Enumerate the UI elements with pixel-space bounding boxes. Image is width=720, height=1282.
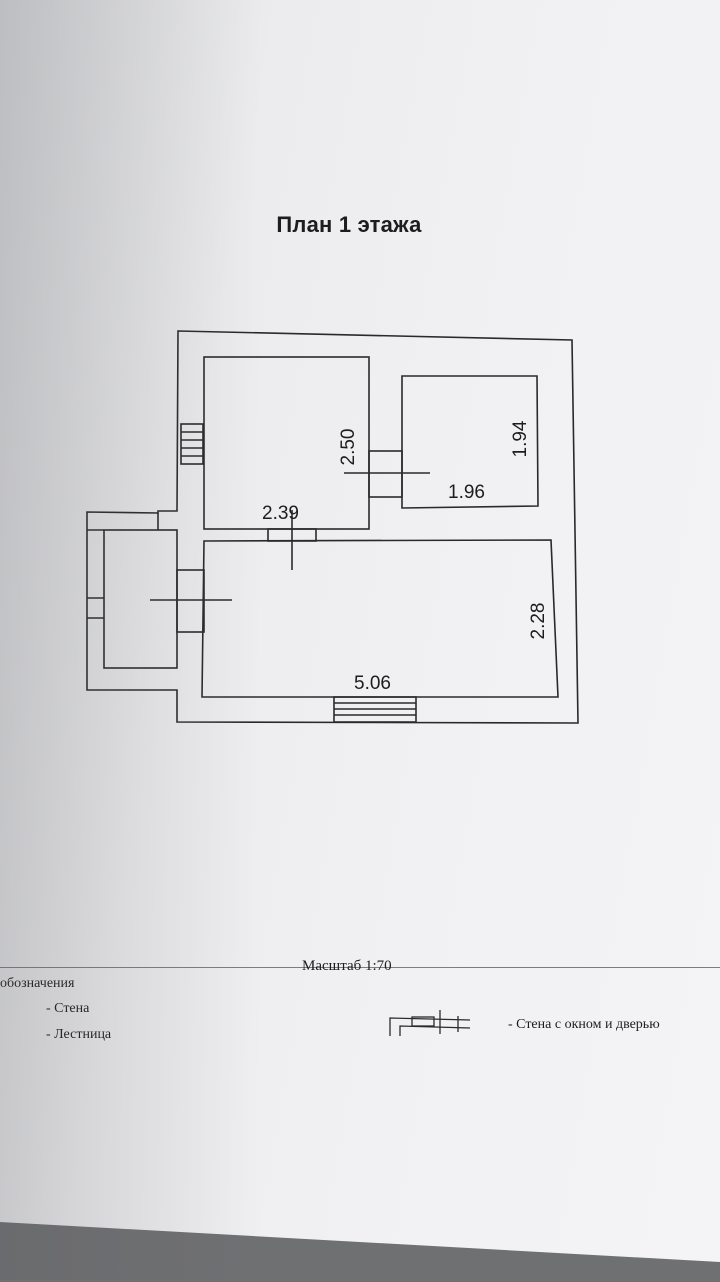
scale-label: Масштаб 1:70 <box>302 958 392 974</box>
legend-stairs: - Лестница <box>46 1027 112 1042</box>
door-vestibule-room3 <box>150 569 232 633</box>
room-3-outline <box>201 539 559 698</box>
background-surface <box>0 1222 720 1282</box>
page-title: План 1 этажа <box>0 212 720 238</box>
dim-room3-height: 2.28 <box>528 602 549 640</box>
legend-wall: - Стена <box>46 1001 90 1016</box>
legend-wall-window-door: - Стена с окном и дверью <box>508 1017 660 1032</box>
vestibule <box>103 529 178 669</box>
dim-room2-height: 1.94 <box>510 420 531 458</box>
page-title-text: План 1 этажа <box>276 212 422 237</box>
dim-room1-height: 2.50 <box>338 428 359 466</box>
legend-symbol-wall-window-door <box>389 1010 471 1036</box>
outer-wall <box>86 330 579 724</box>
dim-room3-width: 5.06 <box>354 673 391 694</box>
stairs-symbol <box>180 423 204 465</box>
legend-heading: обозначения <box>0 976 75 991</box>
door-room1-room3 <box>267 510 317 570</box>
page-divider <box>0 967 720 968</box>
door-room1-room2 <box>344 450 430 498</box>
dim-room2-width: 1.96 <box>448 482 485 503</box>
dim-room1-width: 2.39 <box>262 503 299 524</box>
window-bottom <box>333 696 417 723</box>
